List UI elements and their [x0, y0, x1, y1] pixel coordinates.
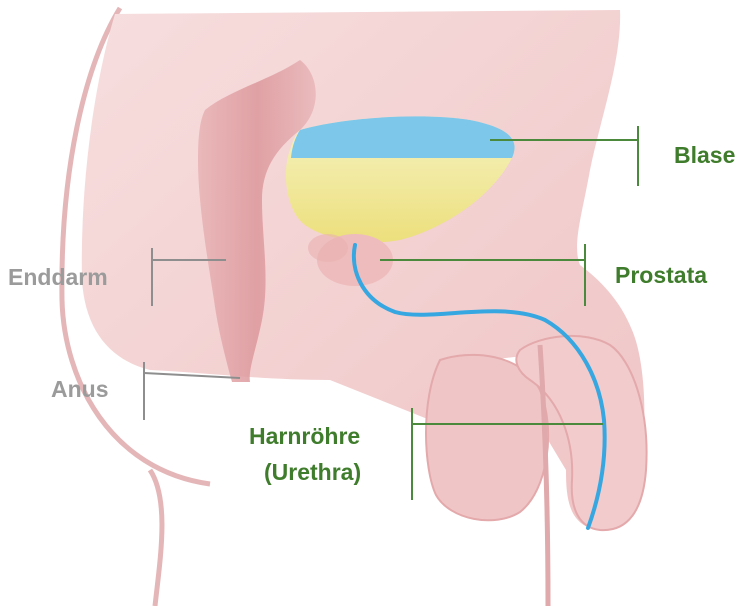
thigh-outline: [150, 470, 162, 606]
label-anus: Anus: [51, 378, 109, 401]
label-enddarm: Enddarm: [8, 266, 108, 289]
label-harnroehre: Harnröhre: [249, 425, 360, 448]
prostate-lobe: [308, 234, 348, 262]
label-prostata: Prostata: [615, 264, 707, 287]
label-urethra: (Urethra): [264, 461, 361, 484]
label-blase: Blase: [674, 144, 735, 167]
